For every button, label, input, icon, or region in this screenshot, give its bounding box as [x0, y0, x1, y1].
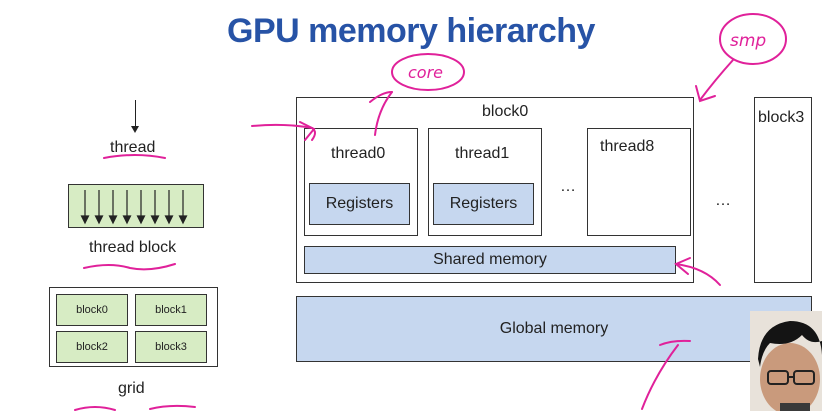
thread-arrowhead: [131, 126, 139, 133]
thread0-label: thread0: [331, 145, 386, 162]
grid-label: grid: [118, 380, 145, 397]
global-memory-bar: Global memory: [296, 296, 812, 362]
presenter-webcam: [750, 311, 822, 411]
thread-label: thread: [110, 139, 156, 156]
thread-arrow: [135, 100, 136, 130]
block0-label: block0: [482, 103, 529, 120]
page-title: GPU memory hierarchy: [227, 12, 595, 50]
blocks-ellipsis: …: [715, 192, 731, 209]
thread-block-icon: [68, 184, 204, 228]
thread-block-label: thread block: [89, 239, 177, 256]
thread1-registers: Registers: [433, 183, 534, 225]
thread1-label: thread1: [455, 145, 510, 162]
thread8-box: [587, 128, 691, 236]
grid-block-0: block0: [56, 294, 128, 326]
grid-block-2: block2: [56, 331, 128, 363]
grid-block-3: block3: [135, 331, 207, 363]
block3-container: [754, 97, 812, 283]
threads-ellipsis: …: [560, 178, 576, 195]
thread-block-arrows: [80, 190, 188, 225]
shared-memory-bar: Shared memory: [304, 246, 676, 274]
block3-label: block3: [758, 109, 805, 126]
thread8-label: thread8: [600, 138, 655, 155]
core-annotation: core: [408, 63, 443, 82]
thread0-registers: Registers: [309, 183, 410, 225]
grid-block-1: block1: [135, 294, 207, 326]
